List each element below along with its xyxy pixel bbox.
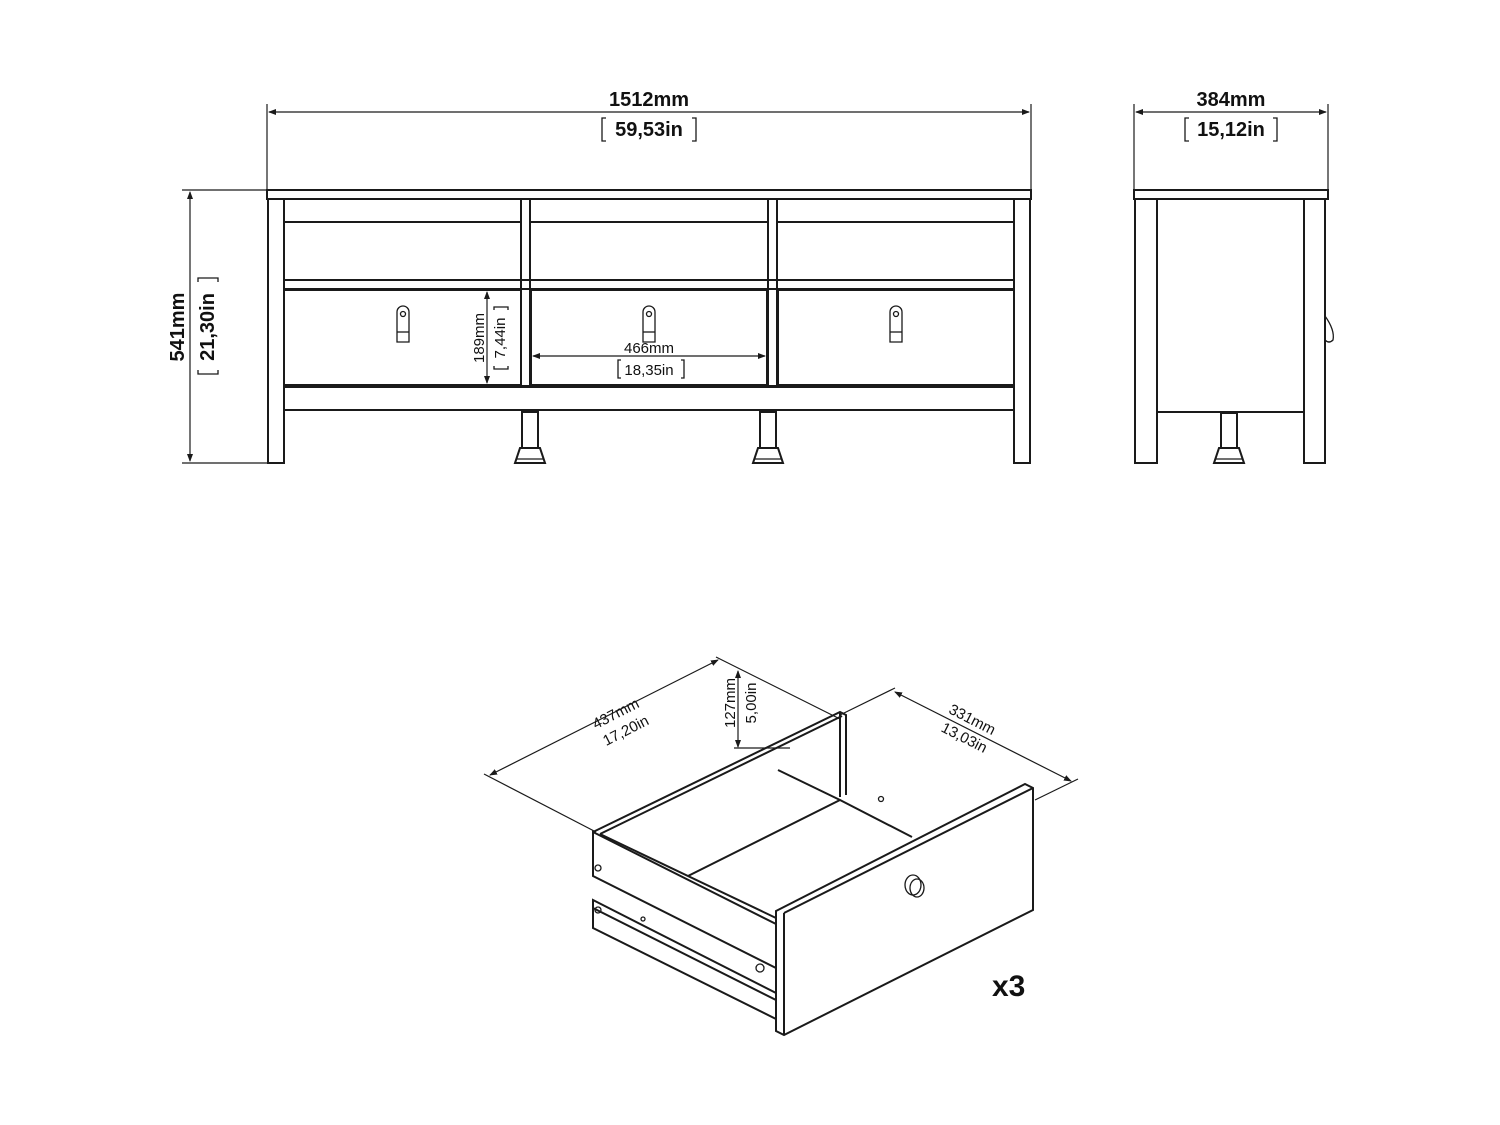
right-leg — [1013, 198, 1031, 464]
width-in-label: 59,53in — [615, 119, 683, 141]
front-height-dimension: 541mm 21,30in — [167, 189, 268, 464]
side-depth-dimension: 384mm 15,12in — [1133, 89, 1329, 190]
divider-right — [767, 198, 778, 387]
drawer-back-edge — [592, 710, 847, 833]
drawer-height-in-label: 7,44in — [492, 318, 509, 359]
upper-shelf — [284, 221, 1014, 290]
side-center-leg — [1212, 412, 1246, 464]
drawer-height-dimension: 189mm 7,44in — [471, 291, 509, 384]
divider-left — [520, 198, 531, 387]
leather-handle-icon — [642, 305, 656, 343]
drawer-height-dim-iso: 127mm 5,00in — [722, 670, 790, 749]
drawer-width-dimension: 466mm 18,35in — [532, 340, 766, 379]
left-leg — [267, 198, 285, 464]
side-top — [1133, 189, 1329, 200]
drawer-iso-height-in-label: 5,00in — [743, 683, 760, 724]
round-knob-icon — [904, 874, 925, 898]
tv-bench-top — [266, 189, 1032, 200]
leather-handle-icon — [396, 305, 410, 343]
height-in-label: 21,30in — [197, 293, 219, 361]
drawer-quantity-label: x3 — [992, 970, 1025, 1003]
depth-in-label: 15,12in — [1197, 119, 1265, 141]
side-leg-back — [1134, 198, 1158, 464]
drawer-front-panel — [775, 782, 1034, 1037]
height-mm-label: 541mm — [167, 293, 189, 362]
depth-mm-label: 384mm — [1197, 89, 1266, 111]
drawer-isometric: 437mm 17,20in 127mm 5,00in 331mm 13,03in — [483, 656, 1079, 1037]
center-leg-right — [751, 411, 785, 464]
drawer-height-mm-label: 189mm — [471, 313, 488, 363]
side-leg-front — [1303, 198, 1326, 464]
front-view: 1512mm 59,53in 541mm 21,30in — [167, 89, 1032, 464]
leather-handle-icon — [889, 305, 903, 343]
side-handle-icon — [1324, 315, 1334, 343]
side-view: 384mm 15,12in — [1133, 89, 1334, 464]
drawer-length-dimension: 437mm 17,20in — [483, 656, 841, 833]
center-leg-left — [513, 411, 547, 464]
bottom-rail — [283, 386, 1015, 411]
width-mm-label: 1512mm — [609, 89, 689, 111]
drawer-front-right — [777, 289, 1015, 386]
drawer-iso-height-mm-label: 127mm — [722, 678, 739, 728]
front-width-dimension: 1512mm 59,53in — [266, 89, 1032, 190]
drawer-width-in-label: 18,35in — [624, 362, 673, 379]
drawer-width-dim-iso: 331mm 13,03in — [839, 687, 1079, 801]
drawer-width-mm-label: 466mm — [624, 340, 674, 357]
